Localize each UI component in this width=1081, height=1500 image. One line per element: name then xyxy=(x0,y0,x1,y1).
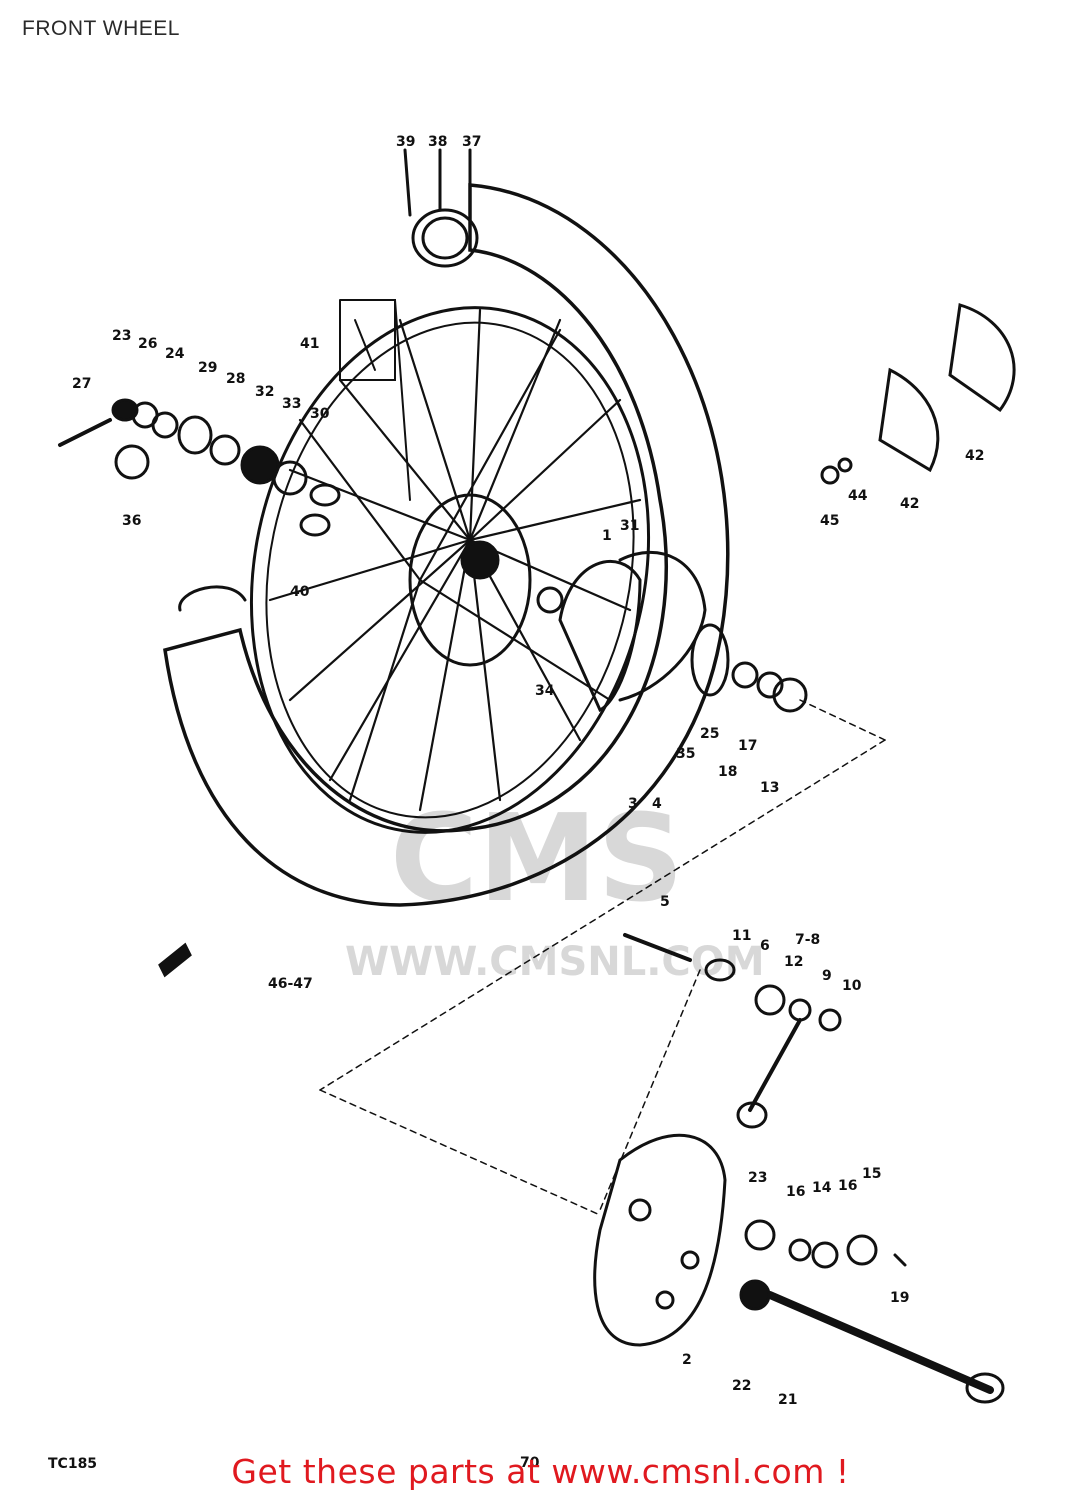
callout-31: 31 xyxy=(620,518,639,534)
callout-25: 25 xyxy=(700,726,719,742)
callout-17: 17 xyxy=(738,738,757,754)
callout-32: 32 xyxy=(255,384,274,400)
callout-45: 45 xyxy=(820,513,839,529)
callout-38: 38 xyxy=(428,134,447,150)
callout-36: 36 xyxy=(122,513,141,529)
callout-1: 1 xyxy=(602,528,612,544)
footer-link[interactable]: Get these parts at www.cmsnl.com ! xyxy=(231,1452,850,1491)
callout-39: 39 xyxy=(396,134,415,150)
callout-3: 3 xyxy=(628,796,638,812)
tire xyxy=(163,183,730,907)
page-number: 70 xyxy=(520,1455,540,1471)
spoke-nipple-group xyxy=(339,299,411,501)
callout-12: 12 xyxy=(784,954,803,970)
callout-18: 18 xyxy=(718,764,737,780)
front-wheel-exploded-diagram: CMS WWW.CMSNL.COM xyxy=(58,134,1016,1408)
callout-16b: 16 xyxy=(838,1178,857,1194)
callout-23b: 23 xyxy=(748,1170,767,1186)
callout-2: 2 xyxy=(682,1352,692,1368)
callout-4: 4 xyxy=(652,796,662,812)
callout-7-8: 7-8 xyxy=(795,932,820,948)
callout-22: 22 xyxy=(732,1378,751,1394)
callout-21: 21 xyxy=(778,1392,797,1408)
callout-34: 34 xyxy=(535,683,555,699)
callout-11: 11 xyxy=(732,928,751,944)
callout-16a: 16 xyxy=(786,1184,805,1200)
rim-inner xyxy=(265,321,635,819)
watermark-logo: CMS xyxy=(390,790,684,929)
brake-backing-plate xyxy=(593,1133,727,1347)
clip-part xyxy=(158,942,192,978)
brake-arm xyxy=(623,933,842,1129)
tube-valve xyxy=(403,148,479,268)
callout-40: 40 xyxy=(290,584,310,600)
callout-27: 27 xyxy=(72,376,91,392)
callout-9: 9 xyxy=(822,968,832,984)
callout-44: 44 xyxy=(848,488,868,504)
plate-code: TC185 xyxy=(48,1456,98,1472)
callout-15: 15 xyxy=(862,1166,881,1182)
callout-19: 19 xyxy=(890,1290,909,1306)
callout-46-47: 46-47 xyxy=(268,976,313,992)
callout-5: 5 xyxy=(660,894,670,910)
watermark-url: WWW.CMSNL.COM xyxy=(345,939,765,985)
brake-panel xyxy=(558,550,808,713)
callout-41: 41 xyxy=(300,336,319,352)
callout-23: 23 xyxy=(112,328,131,344)
speedometer-gear-parts xyxy=(820,303,1016,485)
page-title: FRONT WHEEL xyxy=(22,17,180,40)
hub xyxy=(408,493,564,667)
callout-6: 6 xyxy=(760,938,770,954)
callout-37: 37 xyxy=(462,134,481,150)
callout-13: 13 xyxy=(760,780,779,796)
callout-42a: 42 xyxy=(965,448,984,464)
callout-labels: 39 38 37 41 23 26 24 27 29 28 32 33 30 3… xyxy=(72,134,984,1408)
callout-42b: 42 xyxy=(900,496,919,512)
guide-lines xyxy=(319,699,886,1216)
callout-24: 24 xyxy=(165,346,185,362)
callout-29: 29 xyxy=(198,360,217,376)
callout-28: 28 xyxy=(226,371,245,387)
callout-10: 10 xyxy=(842,978,862,994)
callout-26: 26 xyxy=(138,336,157,352)
left-axle-parts xyxy=(58,398,341,537)
callout-33: 33 xyxy=(282,396,301,412)
cms-watermark: CMS WWW.CMSNL.COM xyxy=(345,790,765,985)
rim xyxy=(249,306,651,834)
callout-30: 30 xyxy=(310,406,330,422)
spokes xyxy=(268,308,642,812)
callout-35: 35 xyxy=(676,746,695,762)
front-axle xyxy=(739,1219,1005,1404)
callout-14: 14 xyxy=(812,1180,832,1196)
